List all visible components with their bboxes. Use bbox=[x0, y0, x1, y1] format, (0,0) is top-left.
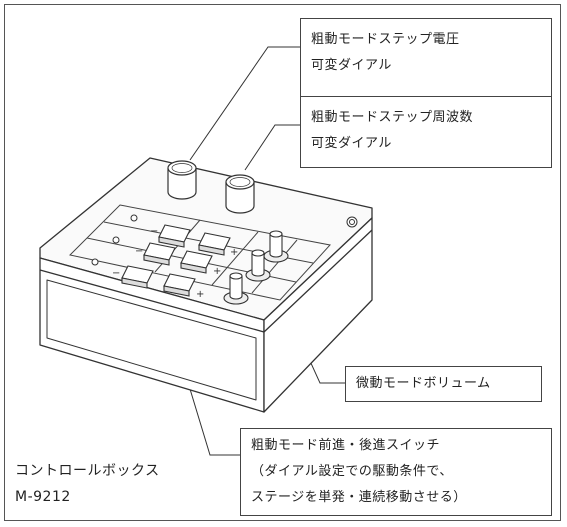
plus-sign-3: + bbox=[196, 289, 204, 300]
indicator-2 bbox=[112, 236, 120, 244]
product-label: コントロールボックス M-9212 bbox=[15, 458, 160, 510]
plus-sign-1: + bbox=[230, 247, 238, 258]
control-box bbox=[39, 157, 373, 413]
push-button-4 bbox=[180, 250, 213, 274]
push-button-6 bbox=[163, 273, 196, 297]
minus-sign-1: − bbox=[150, 226, 158, 237]
fine-knobs bbox=[223, 230, 289, 305]
callout-switch-line3: ステージを単発・連続移動させる） bbox=[251, 490, 467, 505]
outer-border bbox=[4, 4, 561, 521]
indicator-1 bbox=[130, 214, 138, 222]
box-front-inset bbox=[46, 279, 257, 401]
callout-fine-volume-line1: 微動モードボリューム bbox=[356, 376, 491, 391]
product-name: コントロールボックス bbox=[15, 463, 160, 479]
callout-coarse-frequency-dial: 粗動モードステップ周波数 可変ダイアル bbox=[300, 96, 552, 168]
callout-voltage-line2: 可変ダイアル bbox=[311, 58, 392, 73]
callout-voltage-line1: 粗動モードステップ電圧 bbox=[311, 32, 460, 47]
dial-frequency bbox=[225, 174, 255, 214]
fine-knob-1 bbox=[263, 230, 289, 263]
push-buttons bbox=[121, 224, 231, 297]
minus-sign-2: − bbox=[135, 246, 143, 257]
callout-frequency-line2: 可変ダイアル bbox=[311, 136, 392, 151]
push-button-1 bbox=[158, 224, 191, 248]
fine-knob-3 bbox=[223, 272, 249, 305]
callout-fine-volume: 微動モードボリューム bbox=[345, 366, 542, 402]
leader-frequency bbox=[244, 124, 300, 171]
callout-switch-line1: 粗動モード前進・後進スイッチ bbox=[251, 438, 441, 453]
plus-sign-2: + bbox=[213, 266, 221, 277]
fine-knob-2 bbox=[245, 249, 271, 282]
product-model: M-9212 bbox=[15, 489, 71, 505]
push-button-5 bbox=[121, 265, 154, 289]
callout-coarse-voltage-dial: 粗動モードステップ電圧 可変ダイアル bbox=[300, 18, 552, 104]
callout-frequency-line1: 粗動モードステップ周波数 bbox=[311, 110, 474, 125]
minus-sign-3: − bbox=[112, 268, 120, 279]
dial-voltage bbox=[167, 160, 197, 200]
indicator-3 bbox=[91, 258, 99, 266]
leader-voltage bbox=[189, 46, 300, 161]
callout-switch-line2: （ダイアル設定での駆動条件で、 bbox=[251, 464, 453, 479]
push-button-2 bbox=[198, 232, 231, 256]
push-button-3 bbox=[143, 242, 176, 266]
box-side-face bbox=[263, 217, 373, 413]
callout-coarse-switch: 粗動モード前進・後進スイッチ （ダイアル設定での駆動条件で、 ステージを単発・連… bbox=[240, 428, 552, 516]
